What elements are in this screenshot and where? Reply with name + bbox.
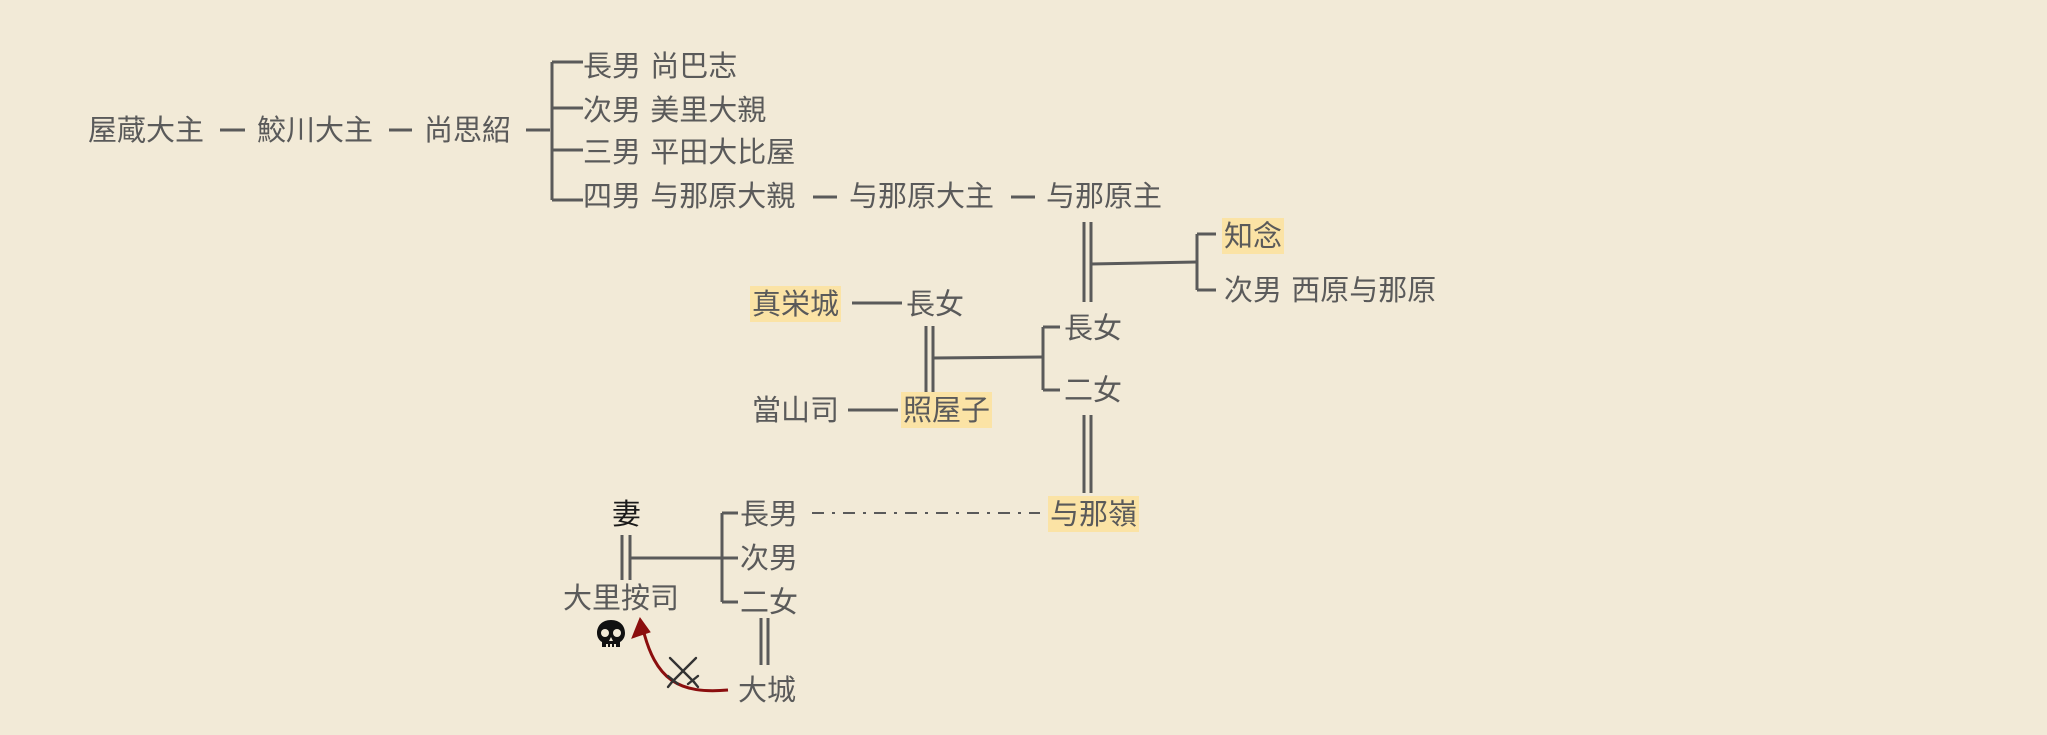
node-yonabaru-nushi: 与那原主 [1046, 179, 1163, 213]
node-chinen: 知念 [1222, 218, 1285, 254]
node-samekawa: 鮫川大主 [257, 113, 374, 147]
node-tsuma: 妻 [612, 497, 642, 531]
node-yagura: 屋蔵大主 [88, 113, 205, 147]
node-nijo-right: 二女 [1064, 373, 1123, 407]
node-yonamine: 与那嶺 [1048, 496, 1140, 532]
node-son2: 次男 美里大親 [583, 93, 767, 127]
node-choujo-right: 長女 [1064, 311, 1123, 345]
attack-arrow-head [631, 616, 651, 639]
node-teruyako: 照屋子 [901, 392, 993, 428]
node-son3: 三男 平田大比屋 [583, 135, 796, 169]
node-choudan: 長男 [740, 497, 799, 531]
node-son4: 四男 与那原大親 [583, 179, 796, 213]
node-maesashiro: 真栄城 [750, 286, 842, 322]
node-nishibaru: 次男 西原与那原 [1224, 273, 1437, 307]
node-nijo-bottom: 二女 [740, 585, 799, 619]
node-osato: 大里按司 [563, 581, 680, 615]
node-son1: 長男 尚巴志 [583, 49, 738, 83]
crossed-swords-icon [666, 656, 700, 689]
node-yonabaru-ushi: 与那原大主 [849, 179, 995, 213]
node-shoshisho: 尚思紹 [424, 113, 512, 147]
child-link [1090, 260, 1198, 266]
node-jinan: 次男 [740, 541, 799, 575]
node-ooshiro: 大城 [738, 673, 797, 707]
child-link [932, 355, 1044, 360]
node-tounayamashi: 當山司 [752, 393, 840, 427]
skull-icon [597, 620, 625, 647]
node-choujo-left: 長女 [906, 287, 965, 321]
